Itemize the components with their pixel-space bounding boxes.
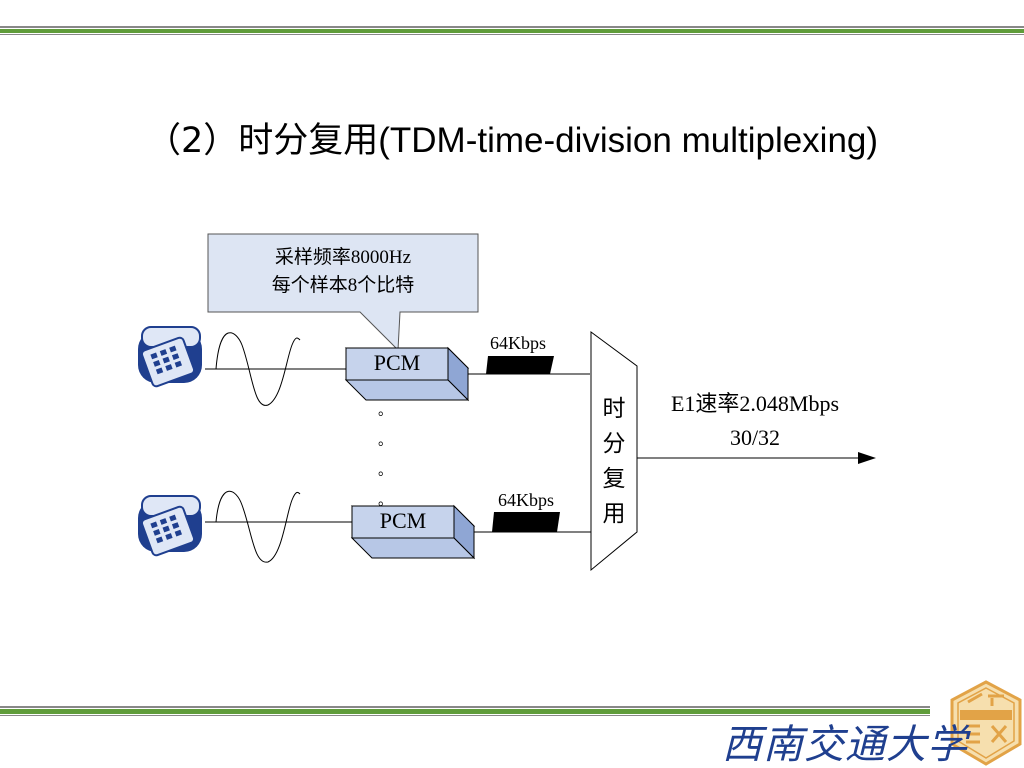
mux-char: 用 — [602, 501, 626, 527]
mux-char: 时 — [602, 396, 626, 422]
output-arrow — [637, 452, 876, 464]
callout-text: 采样频率8000Hz 每个样本8个比特 — [208, 244, 478, 300]
multiplexer-block — [590, 331, 638, 572]
output-channels: 30/32 — [729, 425, 781, 450]
digital-link-top — [468, 356, 590, 375]
output-label: E1速率2.048Mbps 30/32 — [640, 387, 870, 455]
output-rate: E1速率2.048Mbps — [670, 391, 840, 416]
analog-signal-top — [205, 332, 346, 406]
bottom-rule — [0, 706, 930, 716]
mux-char: 复 — [602, 466, 626, 492]
university-seal-icon — [950, 680, 1022, 766]
callout-line-1: 采样频率8000Hz — [274, 247, 412, 268]
title-suffix: (TDM-time-division multiplexing) — [378, 121, 879, 160]
rate-label: 64Kbps — [498, 490, 555, 510]
mux-char: 分 — [602, 431, 626, 457]
pcm-label: PCM — [379, 508, 427, 533]
pcm-box — [350, 504, 476, 560]
svg-text:西南交通大学: 西南交通大学 — [722, 722, 971, 768]
ellipsis-dot: 。 — [378, 493, 392, 509]
digital-link-bottom — [474, 512, 592, 533]
rate-label: 64Kbps — [490, 333, 547, 353]
ellipsis-dot: 。 — [378, 403, 392, 419]
top-rule — [0, 26, 1024, 35]
callout-line-2: 每个样本8个比特 — [271, 275, 415, 296]
callout-box — [207, 233, 479, 352]
telephone-icon — [138, 495, 202, 557]
page-title: （2）时分复用(TDM-time-division multiplexing) — [0, 112, 1024, 163]
ellipsis-dot: 。 — [378, 433, 392, 449]
multiplexer-label: 时 分 复 用 — [598, 392, 630, 532]
ellipsis-dot: 。 — [378, 463, 392, 479]
title-prefix: （2）时分复用 — [145, 121, 379, 161]
pcm-label: PCM — [373, 350, 421, 375]
telephone-icon — [138, 326, 202, 388]
university-calligraphy: 西南交通大学 — [722, 722, 971, 768]
analog-signal-bottom — [205, 490, 352, 563]
pcm-box — [344, 346, 470, 402]
